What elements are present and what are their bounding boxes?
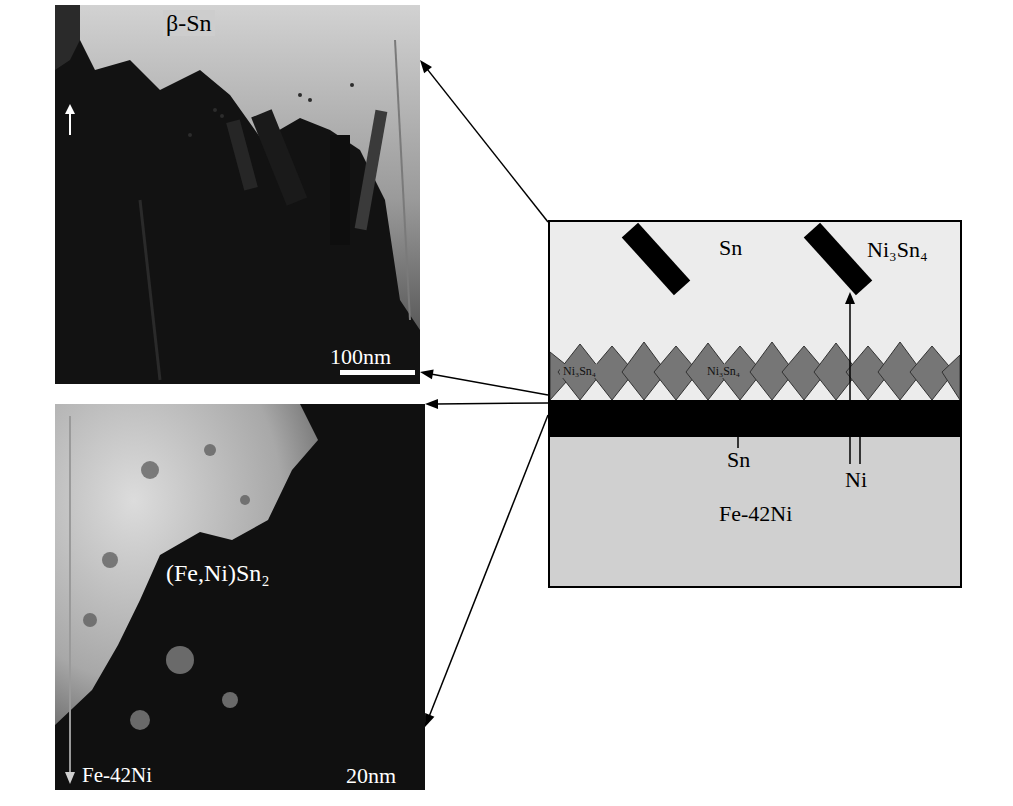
dot xyxy=(350,83,354,87)
scallop-layer xyxy=(550,342,960,400)
dot xyxy=(188,133,192,137)
pointer-line xyxy=(436,402,548,404)
mottle xyxy=(83,444,250,627)
phase-label: Fe-42Ni xyxy=(716,502,795,526)
dark-rod xyxy=(355,110,388,230)
diffusion-line xyxy=(859,437,861,464)
micrograph-panel: β-Sn 100nm xyxy=(55,5,420,384)
dot xyxy=(141,461,159,479)
phase-label: Sn xyxy=(716,236,745,260)
scale-label: 20nm xyxy=(343,764,399,788)
element-label: Ni xyxy=(842,468,870,492)
dark-rod xyxy=(330,135,350,245)
dot xyxy=(166,646,194,674)
phase-label: Fe-42Ni xyxy=(79,764,155,787)
schematic-box: SnNi₃Sn₄Ni₃Sn₄Ni₃Sn₄SnNiFe-42Ni xyxy=(548,220,962,588)
dark-rod xyxy=(226,119,258,190)
direction-arrow xyxy=(69,416,71,774)
arrow-head xyxy=(65,772,75,784)
light-grain xyxy=(80,5,420,330)
dot xyxy=(222,692,238,708)
arrow-head xyxy=(420,60,432,73)
pointer-arrow xyxy=(425,415,548,727)
streak xyxy=(395,40,410,320)
pointer-arrow xyxy=(420,369,548,395)
dark-rod xyxy=(251,109,307,205)
dot xyxy=(220,114,224,118)
fesn2-layer xyxy=(548,400,962,437)
dot xyxy=(204,444,216,456)
light-region xyxy=(55,404,318,725)
direction-arrow xyxy=(69,112,71,135)
dot xyxy=(308,98,312,102)
pointer-arrow xyxy=(420,60,548,222)
arrow-head xyxy=(845,292,855,304)
mottle xyxy=(130,646,238,730)
dislocation-dots xyxy=(188,83,354,137)
dot xyxy=(83,613,97,627)
dot xyxy=(240,495,250,505)
element-label: Sn xyxy=(724,448,753,472)
arrow-head xyxy=(65,104,75,114)
arrow-head xyxy=(425,399,438,409)
phase-label: (Fe,Ni)Sn₂ xyxy=(163,560,273,586)
ni3sn4-bar xyxy=(804,223,873,296)
dot xyxy=(213,108,217,112)
phase-label: Ni₃Sn₄ xyxy=(864,238,931,262)
substrate xyxy=(548,437,962,588)
pointer-line xyxy=(427,69,548,222)
diffusion-arrow xyxy=(849,302,851,464)
scallop xyxy=(942,355,960,400)
pointer-line xyxy=(429,415,548,717)
sn-region xyxy=(548,220,962,402)
micrograph-ground xyxy=(55,404,425,790)
micrograph-ground xyxy=(55,5,420,384)
arrow-head xyxy=(420,369,434,379)
streak xyxy=(140,200,160,380)
scale-label: 100nm xyxy=(327,345,394,369)
scale-bar xyxy=(340,370,415,375)
arrow-head xyxy=(425,713,434,727)
scallop-label: Ni₃Sn₄ xyxy=(704,364,743,378)
ni3sn4-bar xyxy=(622,223,691,296)
pointer-arrow xyxy=(425,399,548,409)
dot xyxy=(102,552,118,568)
diffusion-line xyxy=(737,437,739,448)
micrograph-panel: (Fe,Ni)Sn₂ Fe-42Ni 20nm xyxy=(55,404,425,790)
scallop xyxy=(558,344,602,400)
dot xyxy=(130,710,150,730)
scallop-label: Ni₃Sn₄ xyxy=(560,364,599,378)
phase-label: β-Sn xyxy=(163,10,215,36)
dot xyxy=(298,93,302,97)
pointer-line xyxy=(431,374,548,395)
dark-grain xyxy=(55,5,80,70)
